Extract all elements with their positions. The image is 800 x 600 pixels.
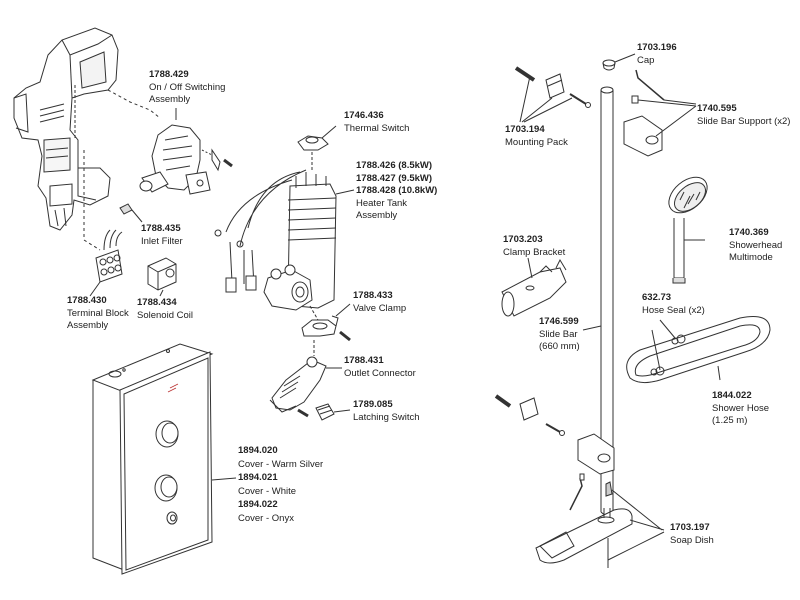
label-latching-switch: 1789.085 Latching Switch <box>353 399 420 424</box>
part-code: 1894.021 <box>238 472 278 483</box>
part-name: Cover - Warm Silver <box>238 458 324 470</box>
part-code: 1789.085 <box>353 399 393 410</box>
latching-switch-drawing <box>298 404 350 420</box>
part-name: Thermal Switch <box>344 122 410 134</box>
showerhead-drawing <box>662 170 714 283</box>
part-name: Heater Tank <box>356 197 408 209</box>
label-valve-clamp: 1788.433 Valve Clamp <box>353 290 406 315</box>
part-code: 1703.197 <box>670 522 710 533</box>
label-heater-tank-assembly: 1788.426 (8.5kW) 1788.427 (9.5kW) 1788.4… <box>356 160 437 223</box>
part-name: Shower Hose <box>712 402 770 414</box>
part-name: Cap <box>637 54 655 66</box>
valve-drawing <box>264 265 318 320</box>
shower-hose-drawing <box>627 317 770 383</box>
part-code: 1740.595 <box>697 103 737 114</box>
part-name: Cover - Onyx <box>238 512 294 524</box>
label-thermal-switch: 1746.436 Thermal Switch <box>344 110 409 135</box>
label-soap-dish: 1703.197 Soap Dish <box>670 522 714 547</box>
part-code: 1788.427 (9.5kW) <box>356 172 433 184</box>
cover-drawing <box>93 344 236 574</box>
part-name: Solenoid Coil <box>137 309 193 321</box>
part-code: 1788.426 (8.5kW) <box>356 160 433 171</box>
label-solenoid-coil: 1788.434 Solenoid Coil <box>137 297 193 322</box>
part-code: 1703.194 <box>505 124 545 135</box>
part-name: Cover - White <box>238 485 297 497</box>
part-name: Outlet Connector <box>344 367 416 379</box>
part-name: Multimode <box>729 252 773 263</box>
part-code: 1746.436 <box>344 110 384 121</box>
part-name: Clamp Bracket <box>503 246 566 258</box>
label-hose-seal: 632.73 Hose Seal (x2) <box>642 292 705 317</box>
terminal-block-drawing <box>90 230 122 296</box>
part-code: 1788.433 <box>353 290 393 301</box>
mounting-pack-drawing <box>516 68 591 122</box>
part-name: (660 mm) <box>539 341 580 352</box>
part-name: Slide Bar Support (x2) <box>697 115 791 127</box>
part-code: 1894.022 <box>238 499 278 510</box>
label-slide-bar: 1746.599 Slide Bar (660 mm) <box>539 316 580 354</box>
part-code: 1894.020 <box>238 445 278 456</box>
on-off-switching-assembly-drawing <box>140 108 232 194</box>
part-code: 1703.196 <box>637 42 677 53</box>
label-outlet-connector: 1788.431 Outlet Connector <box>344 355 416 380</box>
part-code: 1740.369 <box>729 227 769 238</box>
valve-clamp-drawing <box>302 304 350 356</box>
backplate-chassis <box>14 28 118 230</box>
part-name: (1.25 m) <box>712 415 748 426</box>
label-terminal-block-assembly: 1788.430 Terminal Block Assembly <box>67 295 129 333</box>
part-code: 1844.022 <box>712 390 752 401</box>
label-inlet-filter: 1788.435 Inlet Filter <box>141 223 183 248</box>
inlet-filter-drawing <box>120 204 142 222</box>
part-code: 1788.435 <box>141 223 181 234</box>
label-covers: 1894.020 Cover - Warm Silver 1894.021 Co… <box>238 444 323 525</box>
label-mounting-pack: 1703.194 Mounting Pack <box>505 124 568 149</box>
clamp-bracket-drawing <box>502 258 566 316</box>
thermal-switch-drawing <box>298 126 336 170</box>
part-name: Slide Bar <box>539 328 578 340</box>
outlet-connector-drawing <box>270 357 342 412</box>
part-code: 1788.431 <box>344 355 384 366</box>
part-code: 1703.203 <box>503 234 543 245</box>
part-name: Hose Seal (x2) <box>642 304 705 316</box>
label-cap: 1703.196 Cap <box>637 42 677 67</box>
part-code: 1788.428 (10.8kW) <box>356 185 438 196</box>
part-name: Latching Switch <box>353 411 420 423</box>
label-shower-hose: 1844.022 Shower Hose (1.25 m) <box>712 390 769 428</box>
part-code: 1788.430 <box>67 295 107 306</box>
solenoid-coil-drawing <box>148 258 176 296</box>
part-name: Mounting Pack <box>505 136 568 148</box>
part-name: Assembly <box>356 210 398 221</box>
cap-drawing <box>603 54 635 70</box>
part-code: 632.73 <box>642 292 672 303</box>
part-name: Assembly <box>67 320 109 331</box>
part-name: Assembly <box>149 94 191 105</box>
part-name: Valve Clamp <box>353 302 407 314</box>
part-name: Inlet Filter <box>141 235 183 247</box>
part-name: Soap Dish <box>670 534 714 546</box>
part-code: 1746.599 <box>539 316 579 327</box>
part-name: Showerhead <box>729 239 783 251</box>
part-code: 1788.434 <box>137 297 177 308</box>
label-on-off-switching-assembly: 1788.429 On / Off Switching Assembly <box>149 69 225 107</box>
lower-mounting-pack-drawing <box>496 396 565 436</box>
label-slide-bar-support: 1740.595 Slide Bar Support (x2) <box>697 103 790 128</box>
label-clamp-bracket: 1703.203 Clamp Bracket <box>503 234 565 259</box>
part-name: On / Off Switching <box>149 81 226 93</box>
part-code: 1788.429 <box>149 69 189 80</box>
slide-bar-support-drawing <box>624 70 696 156</box>
lower-slide-bar-support-drawing <box>578 434 614 474</box>
soap-dish-drawing <box>536 474 664 568</box>
label-showerhead: 1740.369 Showerhead Multimode <box>729 227 782 265</box>
part-name: Terminal Block <box>67 307 129 319</box>
